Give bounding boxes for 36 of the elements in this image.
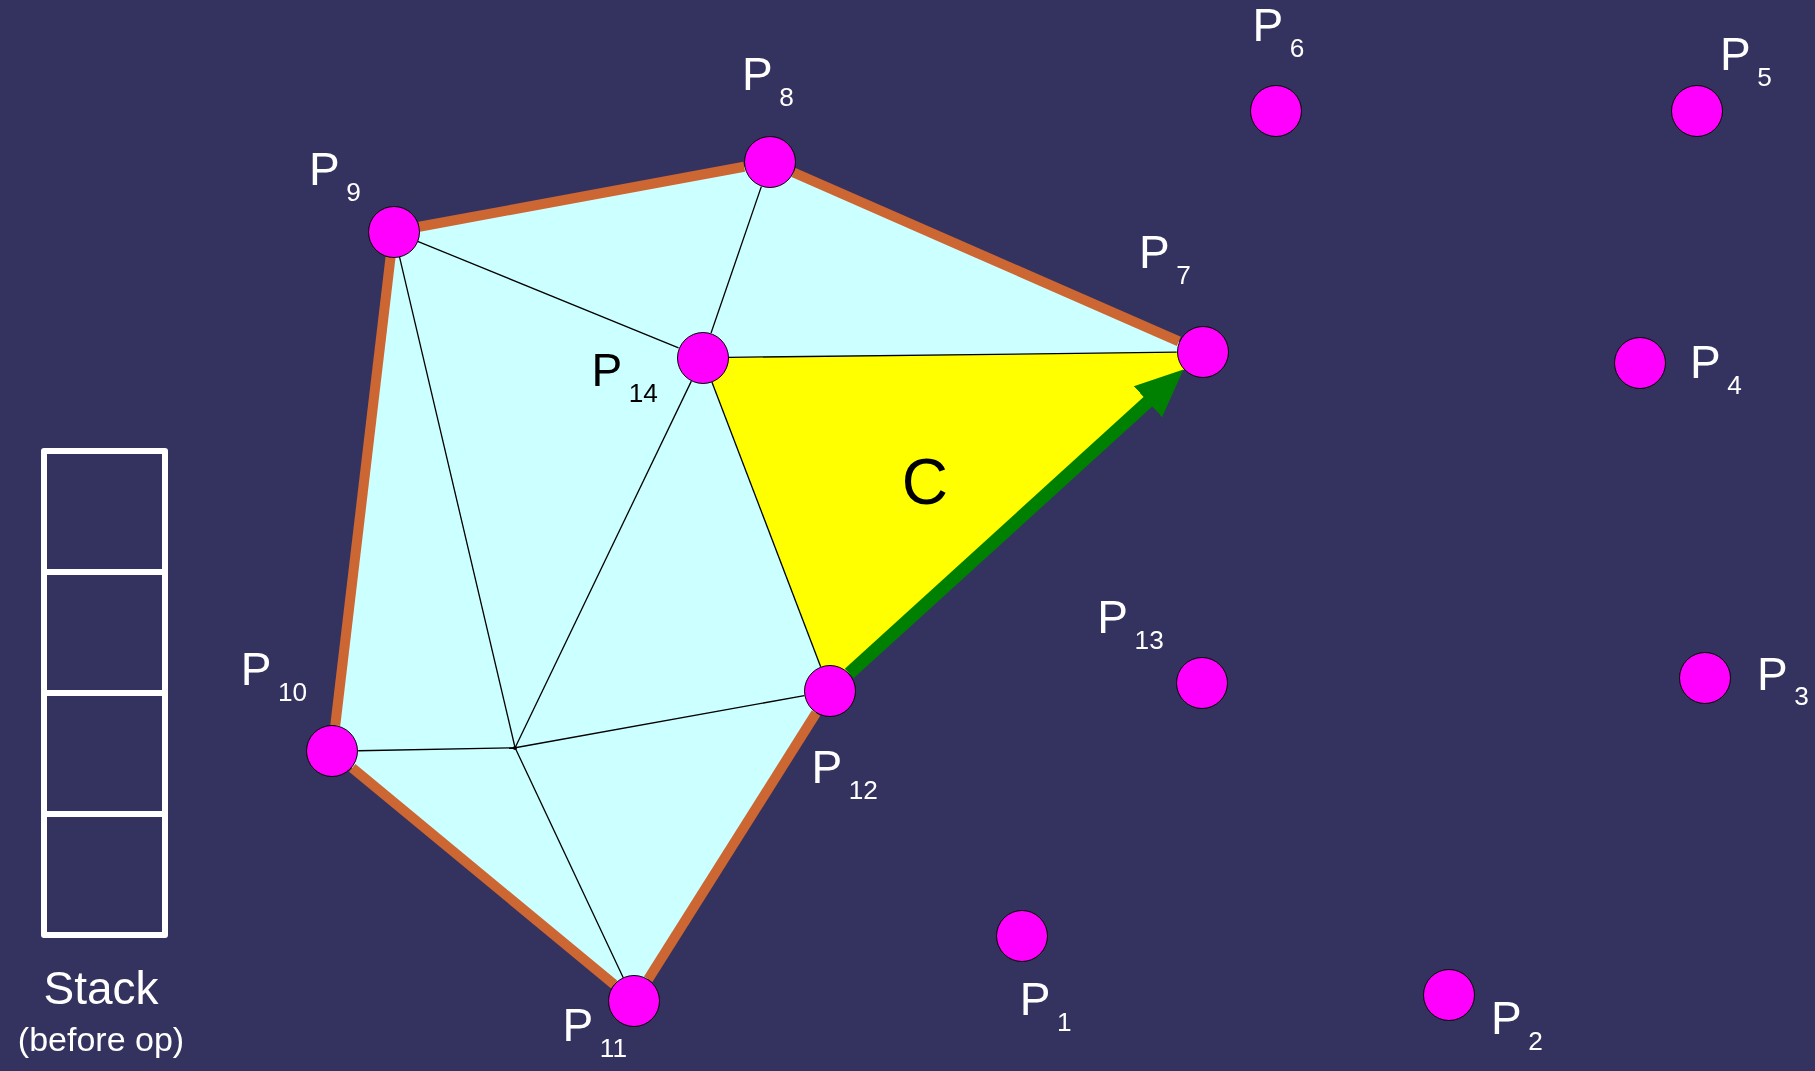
triangulation-edge [711, 381, 822, 668]
triangulation-edge [330, 256, 396, 726]
stack-slot [41, 811, 168, 938]
point-label: P$_{6}$ [1252, 2, 1305, 62]
triangulation-edge [514, 695, 805, 749]
stack-note: (before op) [16, 1022, 186, 1056]
vertex-junction [513, 745, 518, 750]
point-label: P$_{9}$ [309, 145, 361, 205]
point-label: P$_{13}$ [1097, 593, 1164, 653]
triangulation-edge [357, 747, 516, 752]
triangulation-edge [398, 256, 516, 749]
triangulation-edge [710, 186, 762, 334]
point-label: P$_{11}$ [562, 1002, 627, 1062]
point-label: P$_{10}$ [240, 645, 308, 705]
point-label: P$_{14}$ [591, 347, 658, 407]
arrow [844, 369, 1184, 679]
point-label: P$_{8}$ [741, 50, 794, 110]
point-label: P$_{5}$ [1720, 31, 1772, 91]
stack-title: Stack [42, 965, 160, 1011]
vertex-point [306, 725, 359, 778]
triangulation-edge [643, 710, 821, 982]
point-label: P$_{2}$ [1490, 995, 1543, 1055]
triangulation-edge [418, 161, 746, 232]
vertex-point [1176, 325, 1229, 378]
triangulation-edge [514, 747, 624, 979]
triangulation-edge [417, 240, 680, 349]
triangulation-edge [791, 167, 1181, 347]
triangulation-edge [727, 351, 1178, 358]
point-label: P$_{3}$ [1757, 650, 1809, 710]
triangulation-edge [349, 763, 618, 989]
point-label: P$_{7}$ [1139, 229, 1191, 289]
triangulation-edge [514, 380, 692, 749]
point-label: P$_{4}$ [1690, 339, 1742, 399]
point-label: P$_{12}$ [811, 744, 878, 804]
point-label: P$_{1}$ [1019, 975, 1072, 1035]
triangle-label: C [901, 449, 948, 514]
